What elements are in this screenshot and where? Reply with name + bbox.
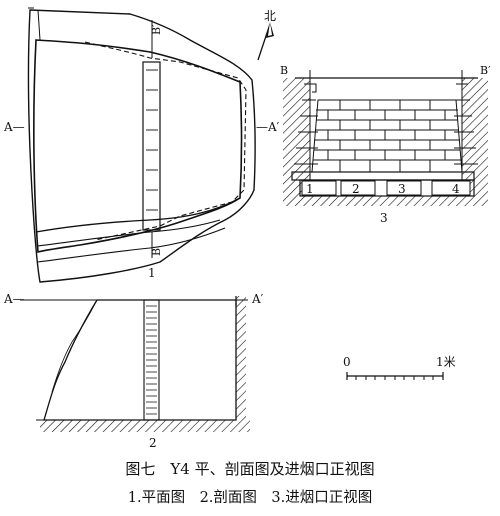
figure-caption: 图七 Y4 平、剖面图及进烟口正视图: [125, 460, 375, 478]
section-view: A— A′ 2: [3, 292, 264, 450]
section-chamber-outline: [43, 299, 237, 421]
flue-opening-3: [386, 180, 422, 196]
plan-outer-boundary: [27, 9, 256, 283]
front-soil-left: [283, 78, 310, 196]
plan-label-b: B: [150, 248, 163, 256]
front-soil-right: [462, 78, 488, 196]
flue-number-1: 1: [306, 182, 314, 196]
plan-view: A— —A′ B′ B 1 北: [3, 7, 280, 283]
flue-number-3: 3: [398, 182, 406, 196]
plan-label-a: A—: [3, 120, 25, 134]
section-flue-bricks: [146, 305, 157, 415]
plan-floor-line: [37, 219, 221, 247]
section-panel-number: 2: [149, 436, 157, 450]
plan-inner-chamber: [33, 39, 243, 254]
front-label-b-prime: B′: [480, 64, 491, 77]
flue-opening-1: [301, 180, 337, 196]
north-arrow-icon: [257, 22, 274, 61]
section-flue-column: [143, 299, 160, 421]
plan-flue-strip: [142, 61, 161, 231]
scale-end-label: 1米: [436, 355, 456, 369]
scale-start-label: 0: [343, 355, 351, 369]
section-wall-hatch: [236, 296, 246, 420]
plan-floor-line: [35, 197, 241, 233]
figure-subcaption: 1.平面图 2.剖面图 3.进烟口正视图: [127, 490, 373, 506]
front-brick-wall: [311, 99, 463, 173]
north-label: 北: [264, 9, 276, 23]
front-base-slab: [291, 171, 475, 181]
front-view: B B′ 1 2 3 4 3: [280, 64, 491, 225]
plan-dashed-wall: [84, 41, 247, 241]
front-flue-row: [299, 179, 475, 197]
flue-number-2: 2: [352, 182, 360, 196]
flue-opening-2: [340, 180, 376, 196]
scale-bar: [346, 372, 444, 380]
section-floor-hatch: [40, 420, 250, 432]
section-label-a: A—: [3, 292, 25, 306]
plan-floor-line: [37, 227, 226, 263]
plan-panel-number: 1: [148, 266, 156, 280]
section-slope-line: [51, 299, 98, 393]
front-step-wall-left: [294, 70, 318, 196]
plan-tick: [37, 9, 41, 41]
front-panel-number: 3: [380, 211, 388, 225]
front-label-b: B: [280, 64, 288, 77]
front-step-wall-right: [454, 70, 478, 196]
flue-number-4: 4: [452, 182, 460, 196]
plan-label-a-prime: —A′: [256, 120, 280, 134]
front-soil-bottom: [283, 196, 488, 206]
section-label-a-prime: A′: [251, 292, 264, 306]
plan-label-b-prime: B′: [150, 24, 163, 35]
flue-opening-4: [431, 180, 471, 196]
